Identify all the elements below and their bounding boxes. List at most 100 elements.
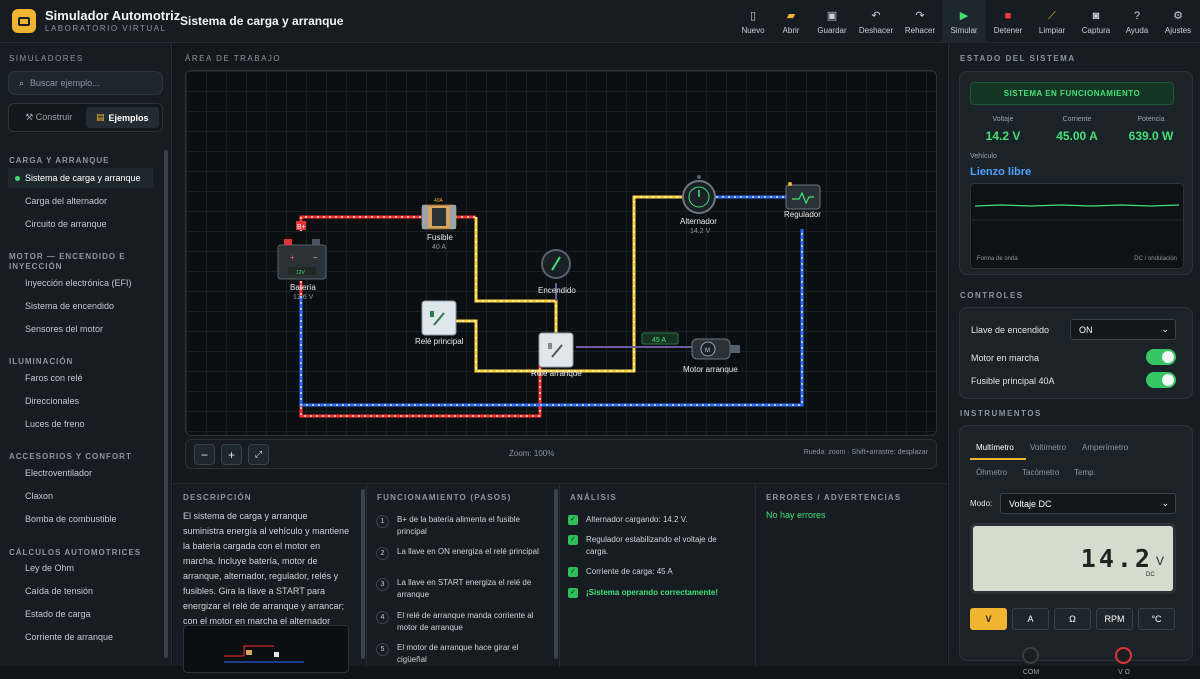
range-temp-button[interactable]: °C <box>1138 608 1175 630</box>
minus-icon: − <box>200 447 208 462</box>
page-title: Sistema de carga y arranque <box>180 14 344 28</box>
alternator-component[interactable]: Alternador 14.2 V <box>680 175 717 235</box>
example-item[interactable]: Luces de freno <box>25 419 85 429</box>
analysis-text: Alternador cargando: 14.2 V. <box>586 515 688 524</box>
regulator-component[interactable]: Regulador <box>784 182 821 219</box>
app-title: Simulador Automotriz <box>45 8 181 23</box>
analysis-heading: ANÁLISIS <box>570 493 617 502</box>
thumbnail-diagram <box>224 645 304 663</box>
description-scrollbar[interactable] <box>361 489 365 659</box>
analysis-panel: ANÁLISIS ✓Alternador cargando: 14.2 V.✓R… <box>559 484 755 667</box>
main-fuse-toggle[interactable] <box>1146 372 1176 388</box>
range-amps-button[interactable]: A <box>1012 608 1049 630</box>
toolbar-detener-button[interactable]: ■Detener <box>986 0 1030 43</box>
example-item[interactable]: Direccionales <box>25 396 80 406</box>
step-text: El relé de arranque manda corriente al m… <box>397 611 534 632</box>
tab-ohmmeter[interactable]: Óhmetro <box>976 468 1008 477</box>
tab-voltmeter[interactable]: Voltímetro <box>1030 443 1067 452</box>
example-item[interactable]: Sistema de encendido <box>25 301 115 311</box>
fuse-tag: 40A <box>434 198 444 204</box>
start-relay-component[interactable]: Relé arranque <box>531 332 582 378</box>
analysis-item: ✓ Alternador cargando: 14.2 V. <box>568 514 738 526</box>
toolbar-ayuda-button[interactable]: ?Ayuda <box>1118 0 1156 43</box>
example-item[interactable]: Caída de tensión <box>25 586 94 596</box>
toolbar: ▯Nuevo▰Abrir▣Guardar↶Deshacer↷Rehacer▶Si… <box>734 0 1200 43</box>
tab-ammeter[interactable]: Amperímetro <box>1082 443 1129 452</box>
section-heading: CÁLCULOS AUTOMOTRICES <box>9 548 142 557</box>
tab-build[interactable]: ⚒ Construir <box>25 112 73 122</box>
example-item[interactable]: Claxon <box>25 491 54 501</box>
ignition-component[interactable]: Encendido <box>538 249 576 295</box>
example-item[interactable]: Estado de carga <box>25 609 91 619</box>
battery-component[interactable]: + − 12V B+ Batería 12.6 V <box>277 221 327 301</box>
section-heading: CARGA Y ARRANQUE <box>9 156 110 165</box>
toolbar-deshacer-button[interactable]: ↶Deshacer <box>854 0 898 43</box>
current-value: 45.00 A <box>1056 129 1098 143</box>
help-icon: ? <box>1133 9 1141 22</box>
zoom-hint: Rueda: zoom · Shift+arrastre: desplazar <box>803 449 928 456</box>
toolbar-captura-button[interactable]: ◙Captura <box>1074 0 1118 43</box>
toolbar-nuevo-button[interactable]: ▯Nuevo <box>734 0 772 43</box>
example-item[interactable]: Bomba de combustible <box>25 514 117 524</box>
example-item[interactable]: Carga del alternador <box>25 196 108 206</box>
battery-terminal-label: B+ <box>297 224 306 231</box>
tab-examples[interactable]: ▤Ejemplos <box>85 107 159 128</box>
range-rpm-button[interactable]: RPM <box>1096 608 1133 630</box>
tab-multimeter[interactable]: Multímetro <box>976 443 1014 452</box>
sidebar: SIMULADORES ⌕ Buscar ejemplo... ⚒ Constr… <box>0 43 172 666</box>
motor-running-toggle[interactable] <box>1146 349 1176 365</box>
mode-select[interactable]: Voltaje DC ⌄ <box>1000 493 1176 514</box>
toolbar-limpiar-button[interactable]: ⟋Limpiar <box>1030 0 1074 43</box>
tab-temperature[interactable]: Temp. <box>1074 468 1096 477</box>
example-item[interactable]: Inyección electrónica (EFI) <box>25 278 132 288</box>
description-text: El sistema de carga y arranque suministr… <box>183 511 350 641</box>
instruments-heading: INSTRUMENTOS <box>960 409 1042 418</box>
multimeter-reading: 14.2 <box>1080 544 1153 573</box>
example-item[interactable]: Sistema de carga y arranque <box>8 168 153 188</box>
steps-scrollbar[interactable] <box>554 489 558 659</box>
tab-tachometer[interactable]: Tacómetro <box>1022 468 1060 477</box>
step-number: 2 <box>376 547 389 560</box>
circuit-canvas[interactable]: + − 12V B+ Batería 12.6 V 40A Fusible 40… <box>185 70 937 436</box>
save-icon: ▣ <box>826 9 838 22</box>
toolbar-abrir-button[interactable]: ▰Abrir <box>772 0 810 43</box>
step-number: 1 <box>376 515 389 528</box>
status-heading: ESTADO DEL SISTEMA <box>960 54 1076 63</box>
ignition-key-select[interactable]: ON ⌄ <box>1070 319 1176 340</box>
zoom-in-button[interactable]: + <box>221 444 242 465</box>
sidebar-scrollbar[interactable] <box>164 150 168 658</box>
battery-tag: 12V <box>296 270 306 276</box>
example-item[interactable]: Faros con relé <box>25 373 83 383</box>
starter-motor-component[interactable]: M Motor arranque <box>683 338 740 374</box>
search-input[interactable]: ⌕ Buscar ejemplo... <box>8 71 163 95</box>
redo-icon: ↷ <box>915 9 925 22</box>
example-item[interactable]: Ley de Ohm <box>25 563 75 573</box>
range-ohms-button[interactable]: Ω <box>1054 608 1091 630</box>
vehicle-name[interactable]: Lienzo libre <box>970 166 1032 178</box>
range-volts-button[interactable]: V <box>970 608 1007 630</box>
check-icon: ✓ <box>568 515 578 525</box>
toolbar-rehacer-button[interactable]: ↷Rehacer <box>898 0 942 43</box>
v-ohm-port[interactable] <box>1115 647 1132 664</box>
sidebar-heading: SIMULADORES <box>9 54 84 63</box>
info-panels: DESCRIPCIÓN El sistema de carga y arranq… <box>173 483 947 673</box>
fuse-component[interactable]: 40A Fusible 40 A <box>421 198 457 251</box>
toolbar-simular-button[interactable]: ▶Simular <box>942 0 986 43</box>
step-number: 3 <box>376 578 389 591</box>
scope-left-label: Forma de onda <box>977 256 1018 262</box>
fit-view-button[interactable]: ⤢ <box>248 444 269 465</box>
svg-text:−: − <box>313 253 318 262</box>
example-item[interactable]: Circuito de arranque <box>25 219 107 229</box>
example-item[interactable]: Electroventilador <box>25 468 93 478</box>
zoom-out-button[interactable]: − <box>194 444 215 465</box>
toolbar-guardar-button[interactable]: ▣Guardar <box>810 0 854 43</box>
toolbar-ajustes-button[interactable]: ⚙Ajustes <box>1156 0 1200 43</box>
toolbar-label: Ajustes <box>1164 25 1192 35</box>
example-item[interactable]: Sensores del motor <box>25 324 104 334</box>
com-port[interactable] <box>1022 647 1039 664</box>
example-item[interactable]: Corriente de arranque <box>25 632 114 642</box>
main-relay-component[interactable]: Relé principal <box>415 300 464 346</box>
instruments-card: Multímetro Voltímetro Amperímetro Óhmetr… <box>959 425 1193 676</box>
